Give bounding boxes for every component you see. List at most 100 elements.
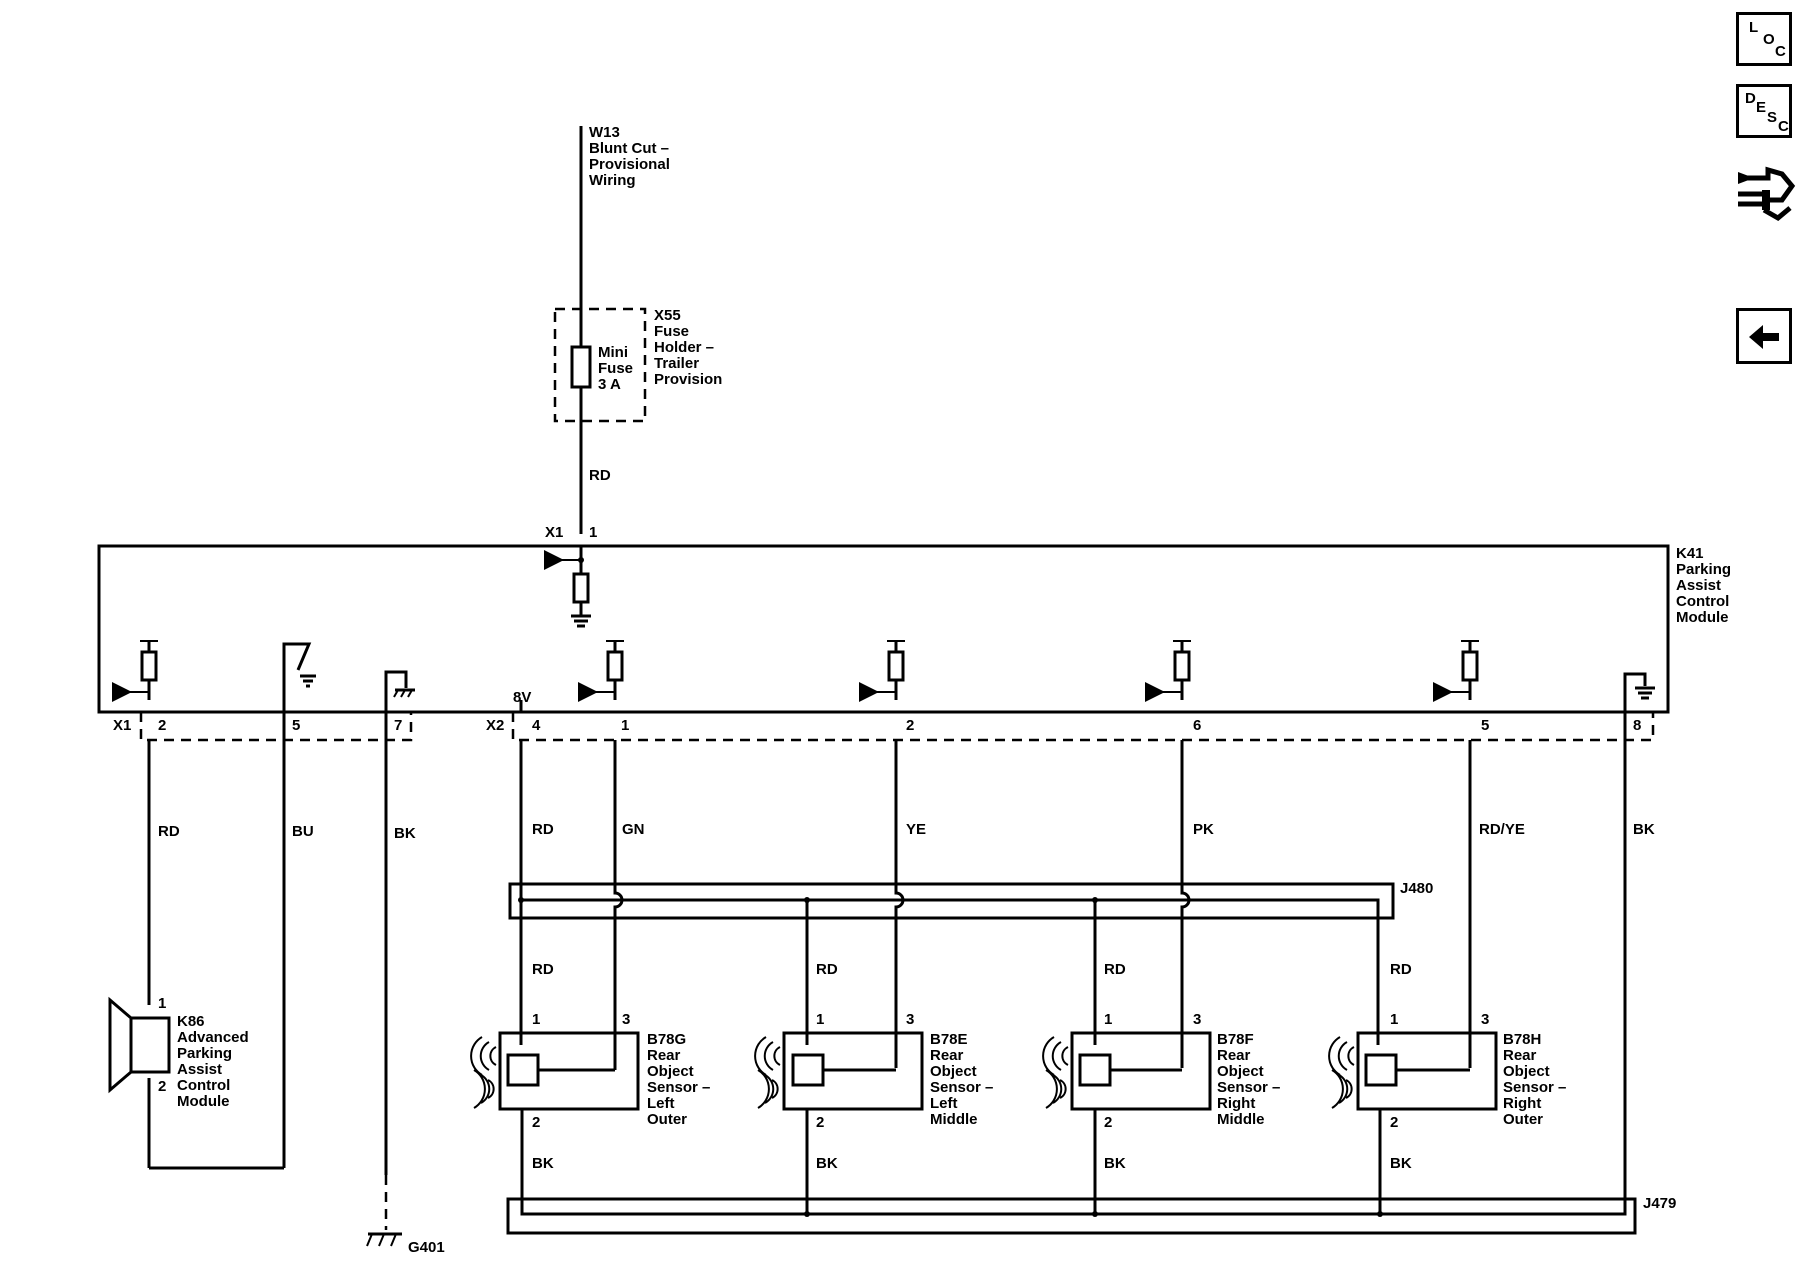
sensor-label: B78F Rear Object Sensor – Right Middle [1217,1031,1285,1128]
sensor-b78f: RD 1 3 2 BK B78F Rear Object Sensor – Ri… [1042,961,1285,1172]
wire-color-label: BU [292,823,314,840]
splice-dot [1092,897,1098,903]
label-j479: J479 [1643,1195,1676,1212]
label-g401: G401 [408,1239,445,1256]
sensor-pin: 1 [1390,1011,1398,1028]
sonar-wave-icon [473,1069,495,1109]
connector-x2-outline [511,712,1655,742]
splice-dot [804,1211,810,1217]
connector-service-icon[interactable] [1734,160,1796,222]
wire-color-supply: RD [589,467,611,484]
internal-wire [282,642,312,740]
sensor-b78h: RD 1 3 2 BK B78H Rear Object Sensor – Ri… [1328,961,1566,1172]
splice-dot [1377,1211,1383,1217]
back-button[interactable] [1736,308,1792,364]
k41-module-box [97,544,1670,714]
loc-button[interactable]: L O C [1736,12,1792,66]
g401-ground-icon [378,1233,385,1247]
wire-color-label: BK [1633,821,1655,838]
label-fuse: Mini Fuse 3 A [598,344,637,393]
chassis-ground-icon [400,689,406,698]
pin-label: 7 [394,717,402,734]
j480-splice-pack [508,882,1395,920]
loc-letter: O [1763,31,1775,48]
wire-pk [1180,740,1191,1068]
sensor-pin: 2 [816,1114,824,1131]
connector-x1-outline [139,712,413,742]
sonar-wave-icon [757,1069,779,1109]
wire-color-label: BK [1104,1155,1126,1172]
speaker-pin-1: 1 [158,995,166,1012]
sensor-input-group-1 [578,640,624,702]
pin-label: 2 [906,717,914,734]
internal-wire [384,670,408,740]
sonar-wave-icon [754,1036,781,1076]
pin-x1-1: 1 [589,524,597,541]
label-8v: 8V [513,689,531,706]
fuse-holder-outline [553,307,647,423]
wire-color-label: RD [532,961,554,978]
loc-letter: C [1775,43,1786,60]
sensor-pin: 1 [532,1011,540,1028]
fuse-icon [570,345,592,389]
loc-letter: L [1749,19,1759,36]
internal-wire [1623,672,1647,740]
speaker-icon [108,996,171,1094]
wire-color-label: YE [906,821,926,838]
desc-letter: C [1778,118,1789,135]
sensor-pin: 2 [1390,1114,1398,1131]
sensor-pin: 1 [1104,1011,1112,1028]
splice-dot [518,897,524,903]
wire-ye [894,740,905,1068]
sensor-b78g: RD 1 3 2 BK B78G Rear Object Sensor – Le… [470,961,715,1172]
wire-color-label: RD [1104,961,1126,978]
sensor-pin: 2 [1104,1114,1112,1131]
wire-color-label: BK [532,1155,554,1172]
sensor-input-group-2 [859,640,905,702]
label-x55: X55 Fuse Holder – Trailer Provision [654,307,722,388]
desc-letter: D [1745,90,1756,107]
label-w13: W13 Blunt Cut – Provisional Wiring [589,124,674,189]
sensor-pin: 3 [906,1011,914,1028]
connector-x2-label: X2 [486,717,504,734]
resistor-icon [140,650,158,682]
wire-color-label: RD [532,821,554,838]
desc-letter: S [1767,109,1778,126]
splice-dot [1092,1211,1098,1217]
connector-x1-top: X1 [545,524,563,541]
pin-label: 4 [532,717,541,734]
wire-color-label: BK [394,825,416,842]
wire-color-label: RD [1390,961,1412,978]
sonar-wave-icon [1042,1036,1069,1076]
pin-label: 5 [292,717,300,734]
wire-gn [613,740,624,1070]
wire-color-label: BK [816,1155,838,1172]
sonar-wave-icon [1328,1036,1355,1076]
sensor-pin: 3 [1481,1011,1489,1028]
j480-bus [521,898,1380,918]
pin-label: 6 [1193,717,1201,734]
sensor-input-group-3 [1145,640,1191,702]
sensor-pin: 1 [816,1011,824,1028]
wire-color-label: RD/YE [1479,821,1525,838]
sensor-pin: 3 [1193,1011,1201,1028]
sonar-wave-icon [1045,1069,1067,1109]
wire-color-label: RD [816,961,838,978]
resistor-icon [572,572,590,604]
desc-button[interactable]: D E S C [1736,84,1792,138]
wire-color-label: BK [1390,1155,1412,1172]
sonar-wave-icon [1331,1069,1353,1109]
g401-ground-icon [366,1233,373,1247]
chassis-ground-icon [407,689,413,698]
label-j480: J480 [1400,880,1433,897]
sensor-pin: 3 [622,1011,630,1028]
sensor-label: B78G Rear Object Sensor – Left Outer [647,1031,715,1128]
splice-dot [804,897,810,903]
wire-color-label: GN [622,821,645,838]
j479-splice-pack [506,1197,1637,1235]
sensor-b78e: RD 1 3 2 BK B78E Rear Object Sensor – Le… [754,961,993,1172]
desc-letter: E [1756,99,1767,116]
g401-ground-icon [390,1233,397,1247]
j479-bus [520,1110,1627,1216]
